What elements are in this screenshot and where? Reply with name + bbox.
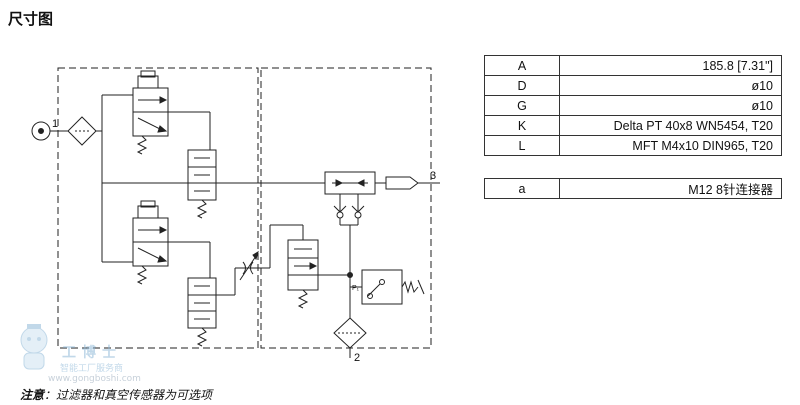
watermark: 工博士 智能工厂服务商 www.gongboshi.com: [10, 322, 160, 384]
page-title: 尺寸图: [8, 10, 54, 28]
note-text: ：过滤器和真空传感器为可选项: [44, 388, 213, 402]
silencer: [385, 176, 419, 190]
right-enclosure: [260, 67, 432, 349]
dim-key: K: [484, 115, 560, 136]
inlet-filter: [67, 116, 97, 146]
dim-value: ø10: [559, 95, 782, 116]
dim-value: ø10: [559, 75, 782, 96]
watermark-subtitle: 智能工厂服务商: [60, 364, 124, 374]
vacuum-sensor: [361, 269, 403, 305]
note: 注意：过滤器和真空传感器为可选项: [20, 386, 212, 403]
dim-value: Delta PT 40x8 WN5454, T20: [559, 115, 782, 136]
robot-mascot-icon: [20, 324, 48, 370]
dim-value: MFT M4x10 DIN965, T20: [559, 135, 782, 156]
connector-value: M12 8针连接器: [559, 178, 782, 199]
dim-key: L: [484, 135, 560, 156]
pilot-pressure-label: P₁: [352, 285, 360, 292]
left-enclosure: [57, 67, 259, 349]
watermark-brand: 工博士: [62, 345, 122, 361]
port-1-label: 1: [52, 118, 58, 130]
connector-key: a: [484, 178, 560, 199]
port-2-label: 2: [354, 352, 360, 364]
watermark-url: www.gongboshi.com: [48, 374, 141, 384]
dim-key: D: [484, 75, 560, 96]
note-label: 注意: [20, 388, 45, 402]
port-3-label: 3: [430, 170, 436, 182]
dim-key: A: [484, 55, 560, 76]
dim-key: G: [484, 95, 560, 116]
dim-value: 185.8 [7.31"]: [559, 55, 782, 76]
